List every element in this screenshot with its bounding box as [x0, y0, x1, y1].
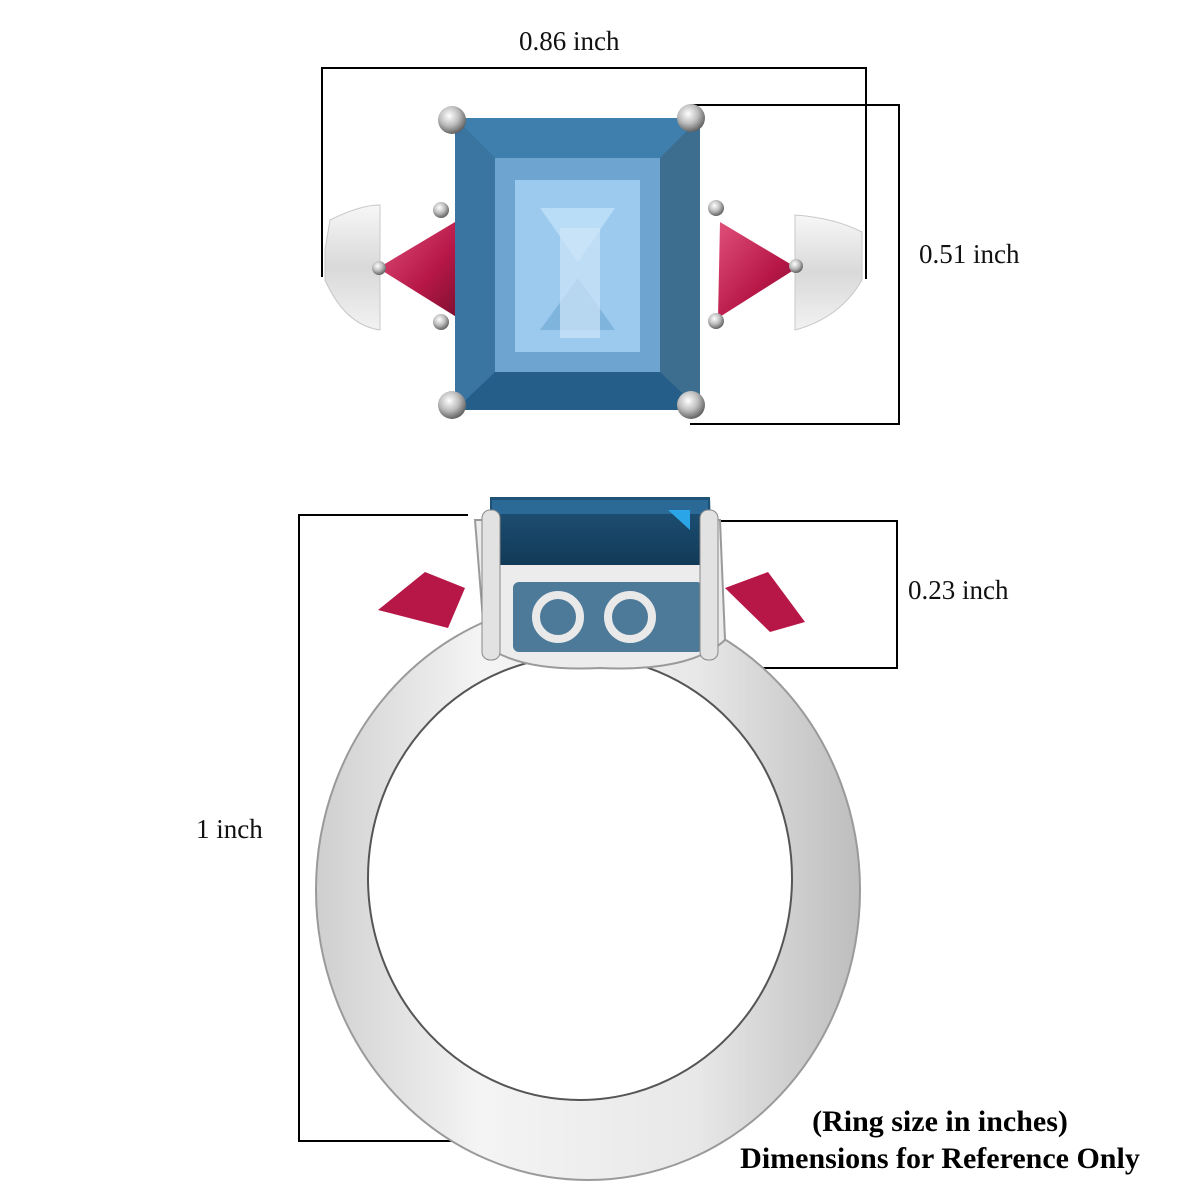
top-height-line-right: [898, 104, 900, 425]
side-height-line-right: [896, 520, 898, 669]
top-width-line-left: [321, 67, 323, 277]
ring-size-line-top: [298, 514, 468, 516]
side-stone-left-profile: [378, 572, 465, 628]
caption-reference-note: Dimensions for Reference Only: [740, 1141, 1140, 1175]
side-height-line-top: [700, 520, 898, 522]
side-stone-right: [718, 222, 797, 318]
top-height-label: 0.51 inch: [919, 239, 1020, 269]
ring-size-label: 1 inch: [196, 814, 263, 844]
caption-ring-size-note: (Ring size in inches): [812, 1105, 1068, 1138]
top-width-line-right: [865, 67, 867, 279]
side-height-line-bottom: [670, 667, 898, 669]
side-height-label: 0.23 inch: [908, 575, 1009, 605]
side-stone-right-profile: [725, 572, 805, 632]
side-stone-left: [378, 222, 458, 318]
disclaimer-caption: (Ring size in inches) Dimensions for Ref…: [698, 1104, 1182, 1177]
top-width-line-top: [321, 67, 867, 69]
ring-size-line-left: [298, 514, 300, 1142]
top-height-line-top: [690, 104, 900, 106]
top-width-label: 0.86 inch: [519, 26, 620, 56]
top-height-line-bottom: [690, 423, 900, 425]
